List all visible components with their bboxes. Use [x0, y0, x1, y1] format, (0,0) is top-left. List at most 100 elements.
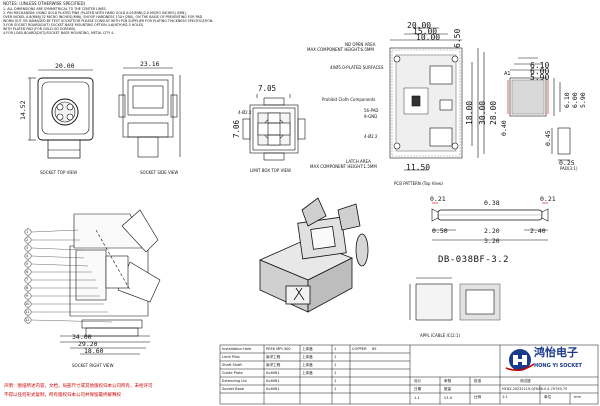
label-nd-open-area: ND OPEN AREA [345, 42, 376, 47]
socket-3d-view [258, 197, 369, 313]
note-line: WITH PLATED PAD (FOR GOLD OD SCREWS). [3, 27, 77, 31]
tb-row-code: 上床盖 [302, 347, 313, 351]
tb-header: 审核 [444, 379, 452, 383]
tb-unit-label: 单位 [544, 395, 552, 399]
view-title-socket-right: SOCKET RIGHT VIEW [72, 363, 114, 368]
label-gnd: 9-GND [364, 114, 378, 119]
note-line: 1. ALL DIMENSIONS ARE SYMMETRICAL TO THE… [3, 7, 107, 11]
tb-header: 日期 [414, 387, 422, 391]
tb-header: 批准 [474, 379, 482, 383]
tb-unit: mm [574, 395, 582, 399]
tb-row-name: Shaft Shaft [222, 363, 242, 367]
note-line: 4.FOR LOAD BOARD(DUT)/SOCKET BASE MOUNTI… [3, 31, 115, 35]
tb-header: 数量 [444, 387, 452, 391]
pad-detail [551, 127, 571, 161]
tb-scale-label: 比例 [474, 395, 482, 399]
callout-number: 3 [26, 246, 29, 250]
dim-pin-038: 0.38 [484, 199, 500, 207]
tb-row-qty: 1 [334, 347, 337, 351]
tb-material-head: COPPER [352, 347, 367, 351]
socket-side-view [118, 67, 181, 158]
label-latch-area: LATCH AREA [346, 159, 371, 164]
note-line: WORN OUT OR DAMAGED BY TEST SOCKET/OR PL… [3, 19, 214, 23]
dim-pitch: 0.40 [500, 120, 508, 136]
tb-row-qty: 1 [334, 363, 337, 367]
label-56-pad: 56-PAD [364, 108, 379, 113]
callout-number: 2 [26, 238, 29, 242]
dim-pin-021-right: 0.21 [540, 195, 556, 203]
callout-number: 11 [25, 310, 30, 314]
label-max-height-top: MAX COMPONENT HEIGHT:6.5MM [307, 47, 374, 52]
dim-pcb-20: 20.00 [407, 21, 432, 30]
view-title-pcb: PCB PATTERN (Top View) [394, 181, 443, 186]
dim-pcb-650: 6.50 [453, 28, 462, 48]
dim-pin-021-left: 0.21 [430, 195, 446, 203]
tb-row-name: Installation Hole [222, 347, 252, 351]
tb-drawing-no: HYDZ-20231119-QFN56-0.4-7X7X0.75 [502, 387, 568, 391]
view-title-pad: PAD(3:1) [560, 166, 578, 171]
tb-row-name: Socket Base [222, 387, 244, 391]
disclaimer-line-2: 不得以任何形式复制，所有版权归本公司并保留最终解释权 [4, 393, 121, 398]
view-title-applicable-ic: APPL ICABLE IC(2:1) [420, 333, 461, 338]
label-plated-surfaces: 4XØ5.0-PLATED SURFACES [330, 65, 384, 70]
tb-header: 设计 [414, 379, 422, 383]
callout-number: 12 [25, 318, 30, 322]
tb-row-qty: 1 [334, 355, 337, 359]
dim-pcb-1800: 18.00 [465, 100, 474, 125]
tb-row-name: Guide Plate [222, 371, 243, 375]
dim-limit-705: 7.05 [258, 84, 277, 93]
dim-pcb-10: 10.00 [416, 33, 441, 42]
callout-number: 1 [26, 230, 29, 234]
callout-number: 10 [25, 302, 30, 306]
callout-number: 6 [26, 270, 29, 274]
dim-ic-600: 6.00 [530, 67, 550, 76]
tb-row-qty: 1 [334, 379, 337, 383]
part-number: DB-038BF-3.2 [438, 255, 510, 265]
dim-pcb-3000: 30.00 [478, 100, 487, 125]
callout-number: 9 [26, 294, 29, 298]
dim-pcb-1150: 11.50 [406, 163, 431, 172]
tb-row-material: AL6061 [266, 387, 280, 391]
tb-row-material: 南洋工程 [266, 355, 281, 359]
callout-number: 7 [26, 278, 29, 282]
label-hole-b: 4-Ø2.2 [364, 134, 378, 139]
dim-pcb-2800: 28.00 [489, 100, 498, 125]
tb-row-material: 南洋工程 [266, 363, 281, 367]
callout-balloons [24, 228, 32, 324]
dim-right-3: 18.60 [84, 347, 104, 355]
tb-row-name: Limit Pilot [222, 355, 240, 359]
limit-box-top-view [242, 94, 306, 161]
note-line: 2. PIN MECHANISM: USING GOLD PLATED PINS… [3, 11, 187, 15]
pin-detail [431, 202, 549, 241]
company-name-en: HONG YI SOCKET [534, 363, 582, 369]
title-block-frame [219, 344, 599, 405]
dim-pcb-15: 15.00 [413, 27, 438, 36]
tb-row-material: AL6061 [266, 379, 280, 383]
dim-top-height: 14.52 [19, 100, 27, 120]
dim-side-width: 23.16 [140, 60, 160, 68]
dim-top-width: 20.00 [55, 62, 75, 70]
dim-ic-610: 6.10 [530, 61, 550, 70]
dim-right-2: 29.20 [78, 340, 98, 348]
dim-pin-320: 3.20 [484, 237, 500, 245]
tb-version: V1.0 [444, 396, 453, 400]
tb-qty-head: 65 [372, 347, 377, 351]
view-title-socket-side: SOCKET SIDE VIEW [140, 170, 179, 175]
dim-pad-045: 0.45 [544, 130, 552, 146]
label-max-height-bottom: MAX COMPONENT HEIGHT:1.5MM [310, 164, 377, 169]
dim-ic-590-v: 5.90 [579, 92, 587, 108]
applicable-ic [409, 277, 501, 321]
tb-row-name: Extending Lid [222, 379, 247, 383]
notes-title: NOTES: (UNLESS OTHERWISE SPECIFIED) [3, 1, 86, 6]
view-title-socket-top: SOCKET TOP VIEW [40, 170, 78, 175]
callout-number: 8 [26, 286, 29, 290]
socket-top-view [28, 69, 94, 159]
tb-row-code: 上床盖 [302, 355, 313, 359]
callout-leaders [31, 229, 113, 323]
callout-number: 5 [26, 262, 29, 266]
dim-ic-600-v: 6.00 [571, 92, 579, 108]
ic-top-view [507, 57, 561, 117]
note-line: OVER NICKEL 0.8(MIN)(32 MICRO INCHES)(MI… [3, 15, 203, 19]
